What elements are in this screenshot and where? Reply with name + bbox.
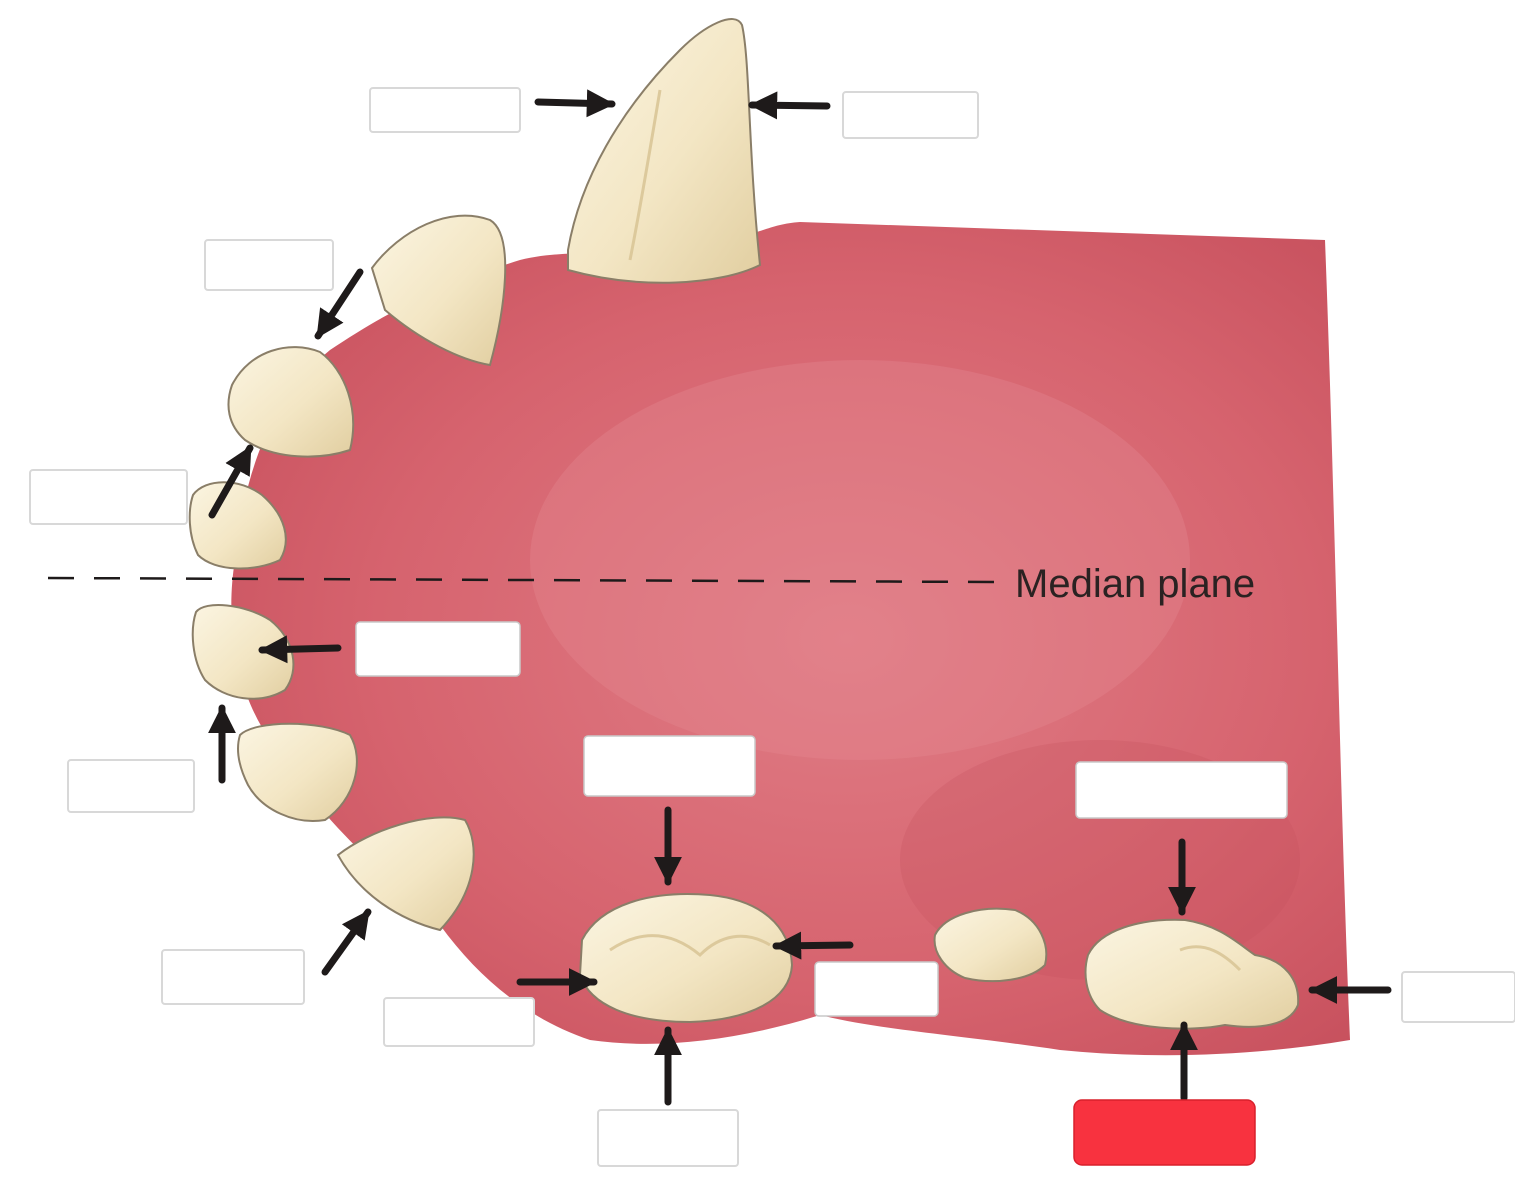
label-slot[interactable]: [1401, 971, 1515, 1023]
incisor-tooth-1: [370, 214, 507, 367]
label-slot[interactable]: [369, 87, 521, 133]
median-plane-line: [47, 576, 996, 584]
answer-box[interactable]: [583, 735, 756, 797]
teeth: [188, 18, 1300, 1030]
molar-tooth-1: [578, 893, 794, 1024]
incisor-tooth-2: [227, 346, 355, 458]
answer-boxes: [355, 621, 1288, 1017]
gum-region: [231, 222, 1350, 1056]
incisor-tooth-4: [191, 604, 295, 700]
answer-box[interactable]: [355, 621, 521, 677]
answer-box[interactable]: [1075, 761, 1288, 819]
arrow-icon: [258, 635, 342, 664]
arrow-icon: [314, 268, 364, 340]
incisor-tooth-3: [188, 481, 287, 570]
arrow-icon: [208, 444, 254, 519]
label-slot[interactable]: [67, 759, 195, 813]
arrow-icon: [748, 91, 831, 120]
arrow-icon: [321, 908, 372, 976]
label-slots: [29, 87, 1515, 1167]
arrow-icon: [534, 89, 616, 118]
molar-tooth-2: [1084, 918, 1300, 1030]
incisor-tooth-6: [336, 816, 475, 932]
answer-box[interactable]: [814, 961, 939, 1017]
label-slot[interactable]: [842, 91, 979, 139]
highlighted-answer-box[interactable]: [1073, 1099, 1256, 1166]
tooth-details: [609, 89, 1242, 972]
arrow-icon: [772, 931, 854, 960]
label-slot[interactable]: [29, 469, 188, 525]
gum-highlight: [530, 360, 1190, 760]
premolar-tooth-1: [933, 907, 1048, 983]
canine-tooth: [567, 18, 762, 284]
label-slot[interactable]: [383, 997, 535, 1047]
median-plane-label: Median plane: [1015, 562, 1255, 606]
label-slot[interactable]: [597, 1109, 739, 1167]
incisor-tooth-5: [237, 722, 358, 822]
arrows: [208, 89, 1392, 1106]
label-slot[interactable]: [204, 239, 334, 291]
label-slot[interactable]: [161, 949, 305, 1005]
